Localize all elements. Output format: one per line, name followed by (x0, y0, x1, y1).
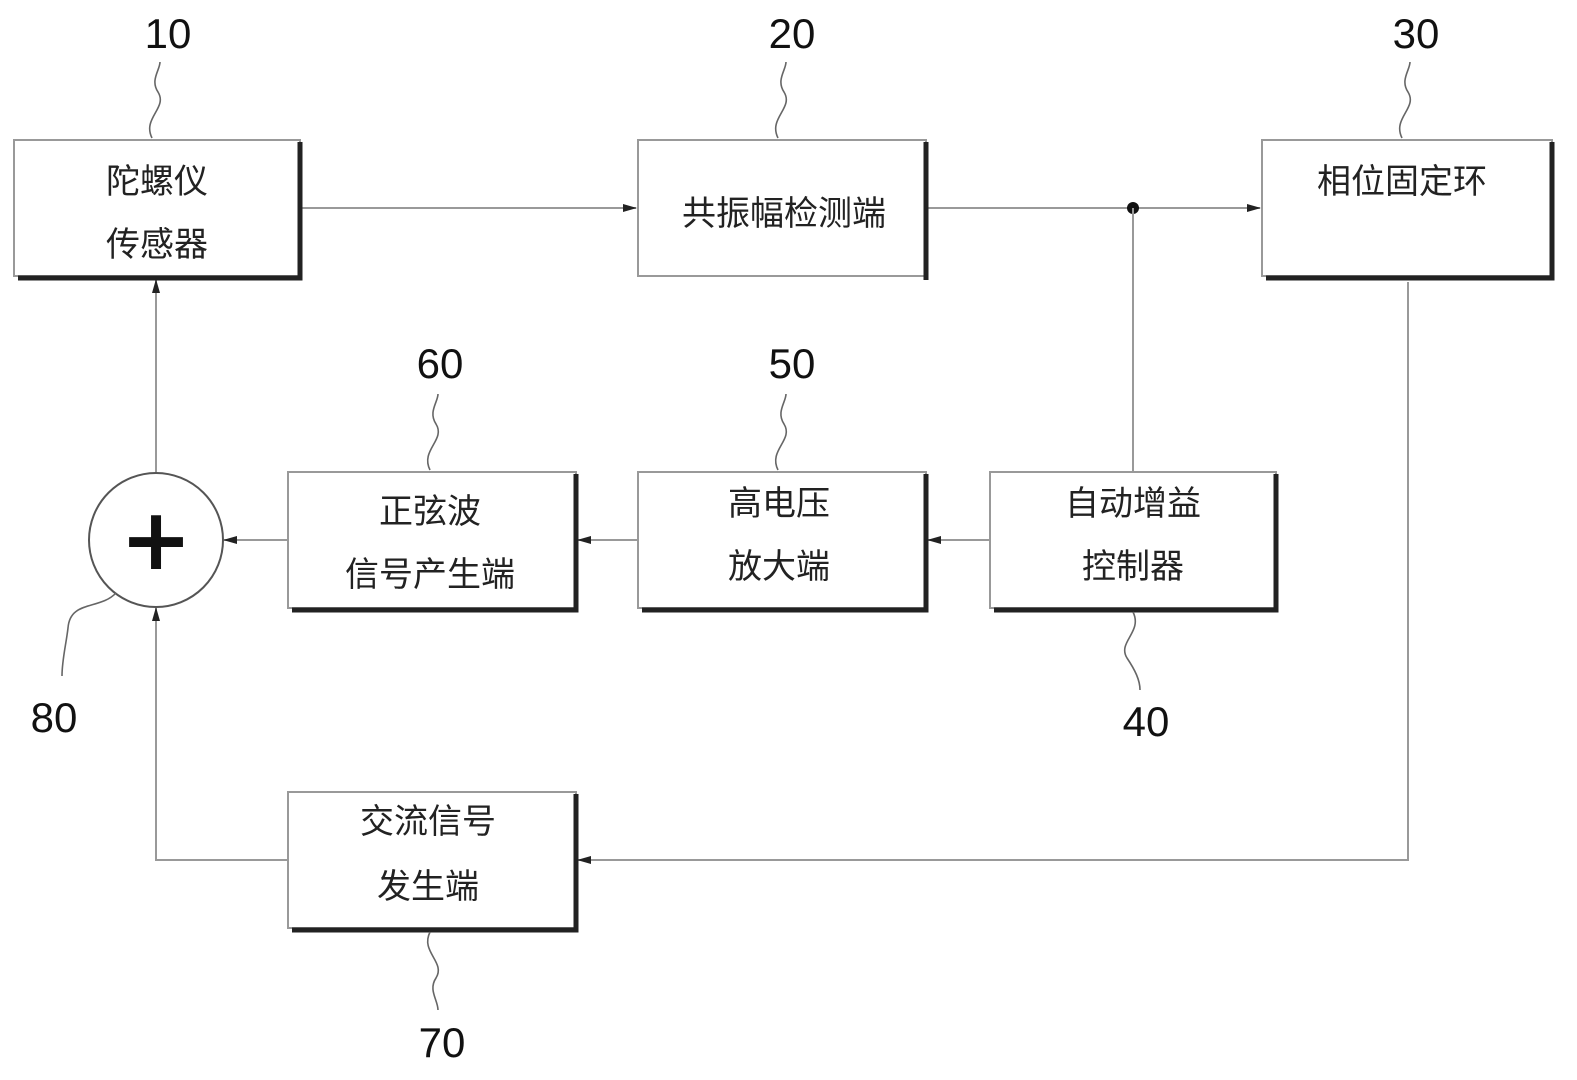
block-label-line: 共振幅检测端 (682, 194, 886, 234)
ref-numeral: 30 (1393, 10, 1440, 57)
block-resonance-detector: 共振幅检测端 (637, 139, 929, 280)
ref-numeral: 80 (31, 694, 78, 741)
block-agc: 自动增益 控制器 (989, 471, 1279, 613)
ref-numeral: 50 (769, 340, 816, 387)
block-ac-generator: 交流信号 发生端 (287, 791, 579, 933)
block-label-line: 传感器 (106, 225, 208, 265)
block-label-line: 陀螺仪 (106, 162, 208, 202)
block-label-line: 发生端 (377, 867, 479, 907)
block-label-line: 高电压 (728, 484, 830, 524)
block-label-line: 自动增益 (1065, 484, 1201, 524)
connections (152, 202, 1409, 864)
ref-numeral: 70 (419, 1019, 466, 1066)
block-hv-amplifier: 高电压 放大端 (637, 471, 929, 613)
block-sine-generator: 正弦波 信号产生端 (287, 471, 579, 613)
wire-30-to-70 (577, 282, 1409, 864)
block-label-line: 放大端 (728, 547, 830, 587)
ref-numeral: 20 (769, 10, 816, 57)
ref-numeral: 60 (417, 340, 464, 387)
block-label-line: 交流信号 (360, 802, 496, 842)
leader-lines (61, 61, 1411, 1011)
block-label-line: 控制器 (1082, 547, 1184, 587)
wire-70-to-80 (152, 607, 288, 861)
summing-junction: + (88, 472, 224, 608)
block-gyro-sensor: 陀螺仪 传感器 (13, 139, 303, 281)
summing-symbol: + (120, 490, 192, 590)
block-label-line: 正弦波 (379, 492, 481, 532)
block-label-line: 相位固定环 (1317, 162, 1487, 202)
block-label-line: 信号产生端 (345, 555, 515, 595)
ref-numeral: 10 (145, 10, 192, 57)
reference-numerals: 10 20 30 60 50 40 80 70 (31, 10, 1440, 1066)
ref-numeral: 40 (1123, 698, 1170, 745)
block-phase-locked-loop: 相位固定环 (1261, 139, 1555, 281)
